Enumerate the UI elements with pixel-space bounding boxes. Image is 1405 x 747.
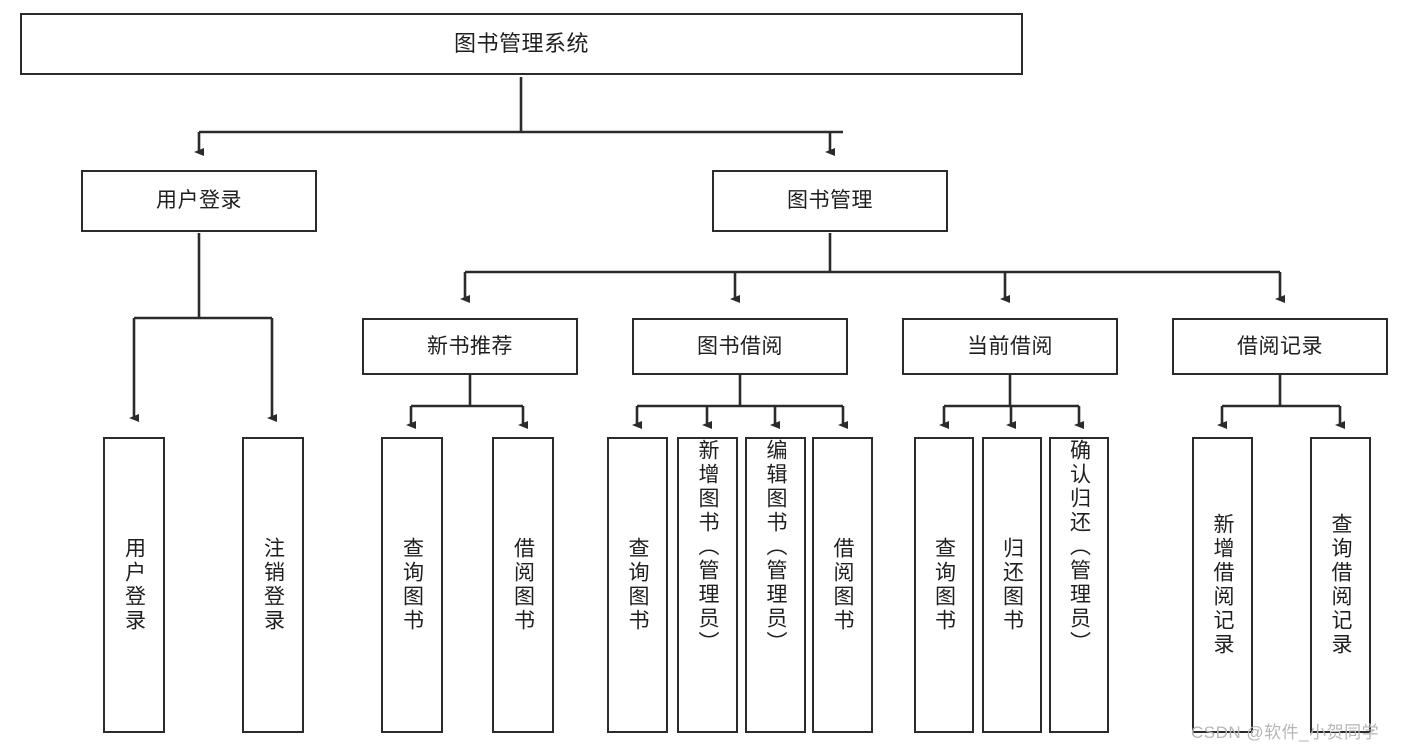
- node-borrowing-record[interactable]: 借阅记录: [1172, 318, 1388, 375]
- leaf-borrow-borrow-book[interactable]: 借阅图书: [812, 437, 873, 733]
- leaf-record-query-record[interactable]: 查询借阅记录: [1310, 437, 1371, 733]
- node-label: 图书管理: [787, 189, 873, 213]
- leaf-current-return-book[interactable]: 归还图书: [982, 437, 1042, 733]
- node-label: 注销登录: [261, 537, 285, 633]
- node-label: 查询借阅记录: [1329, 513, 1352, 657]
- node-current-borrowing[interactable]: 当前借阅: [902, 318, 1118, 375]
- node-label: 借阅图书: [511, 537, 535, 633]
- node-label: 新增借阅记录: [1211, 513, 1234, 657]
- node-label: 用户登录: [156, 189, 242, 213]
- node-book-management[interactable]: 图书管理: [712, 170, 948, 232]
- leaf-user-login-login[interactable]: 用户登录: [103, 437, 165, 733]
- node-label: 图书管理系统: [453, 30, 589, 56]
- node-label: 确认归还（管理员）: [1067, 439, 1091, 655]
- node-label: 借阅记录: [1237, 334, 1323, 358]
- node-label: 查询图书: [400, 537, 424, 633]
- node-new-book-recommendation[interactable]: 新书推荐: [362, 318, 578, 375]
- node-label: 当前借阅: [967, 334, 1053, 358]
- node-label: 图书借阅: [697, 334, 783, 358]
- leaf-borrow-query-book[interactable]: 查询图书: [607, 437, 668, 733]
- leaf-recommend-borrow-book[interactable]: 借阅图书: [492, 437, 554, 733]
- node-label: 新书推荐: [427, 334, 513, 358]
- node-user-login[interactable]: 用户登录: [81, 170, 317, 232]
- leaf-current-confirm-return-admin[interactable]: 确认归还（管理员）: [1049, 437, 1109, 733]
- csdn-watermark: CSDN @软件_小贺同学: [1191, 723, 1380, 742]
- node-label: 查询图书: [626, 537, 649, 633]
- node-label: 借阅图书: [831, 537, 854, 633]
- node-label: 归还图书: [1000, 537, 1024, 633]
- node-label: 编辑图书（管理员）: [764, 439, 787, 655]
- node-root-book-management-system[interactable]: 图书管理系统: [20, 13, 1023, 75]
- leaf-borrow-edit-book-admin[interactable]: 编辑图书（管理员）: [745, 437, 806, 733]
- node-label: 用户登录: [122, 537, 146, 633]
- leaf-user-login-logout[interactable]: 注销登录: [242, 437, 304, 733]
- leaf-record-add-record[interactable]: 新增借阅记录: [1192, 437, 1253, 733]
- node-label: 查询图书: [932, 537, 956, 633]
- node-book-borrowing[interactable]: 图书借阅: [632, 318, 848, 375]
- leaf-recommend-query-book[interactable]: 查询图书: [381, 437, 443, 733]
- node-label: 新增图书（管理员）: [696, 439, 719, 655]
- leaf-current-query-book[interactable]: 查询图书: [914, 437, 974, 733]
- leaf-borrow-add-book-admin[interactable]: 新增图书（管理员）: [677, 437, 738, 733]
